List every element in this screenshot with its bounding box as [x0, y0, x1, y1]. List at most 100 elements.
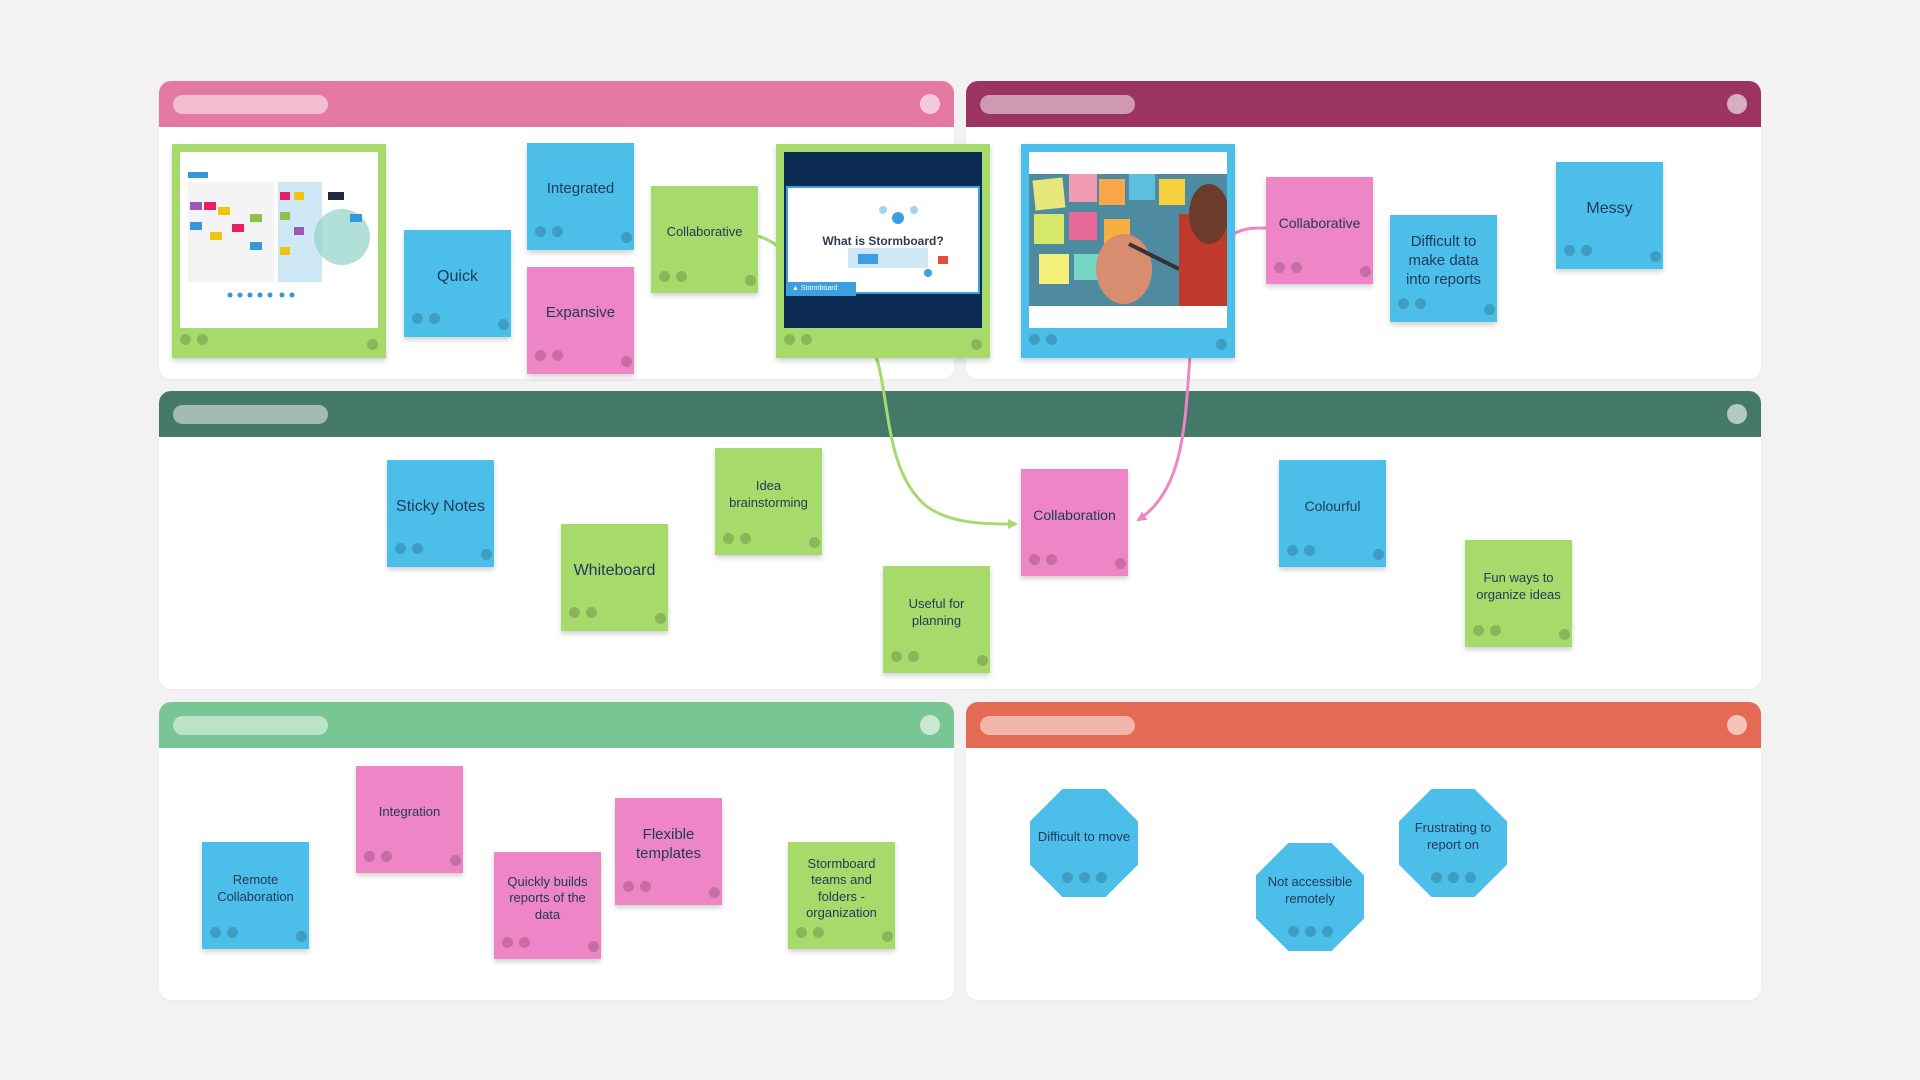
note-dot [1373, 549, 1384, 560]
sticky-note[interactable]: Quickly builds reports of the data [494, 852, 601, 959]
note-dot [977, 655, 988, 666]
photo-graphic [1029, 174, 1227, 306]
sticky-note[interactable]: Fun ways to organize ideas [1465, 540, 1572, 647]
sticky-note[interactable]: Colourful [1279, 460, 1386, 567]
sticky-note[interactable]: Idea brainstorming [715, 448, 822, 555]
sticky-note[interactable]: Messy [1556, 162, 1663, 269]
octagon-note[interactable]: Difficult to move [1030, 789, 1138, 897]
note-dot [296, 931, 307, 942]
note-dot [1484, 304, 1495, 315]
note-dot [655, 613, 666, 624]
note-text: Collaborative [1278, 214, 1361, 231]
section-menu-icon[interactable] [1727, 94, 1747, 114]
card-dot [971, 339, 982, 350]
note-text: Whiteboard [573, 561, 656, 579]
sticky-note[interactable]: Integration [356, 766, 463, 873]
note-dot [450, 855, 461, 866]
note-text: Messy [1586, 199, 1633, 217]
card-dot [1216, 339, 1227, 350]
section-title-placeholder[interactable] [173, 716, 328, 735]
note-dot [745, 275, 756, 286]
note-dots [1287, 543, 1321, 561]
board-thumbnail-graphic [188, 172, 370, 298]
note-dot [882, 931, 893, 942]
video-brand-badge: ▲ Stormboard [786, 282, 856, 296]
note-dots [412, 310, 446, 330]
note-dot [621, 356, 632, 367]
note-text: Fun ways to organize ideas [1476, 570, 1561, 602]
section-title-placeholder[interactable] [173, 95, 328, 114]
note-dots [1029, 552, 1063, 570]
card-dots [1029, 332, 1063, 350]
sticky-note[interactable]: Remote Collaboration [202, 842, 309, 949]
note-dots [502, 936, 536, 952]
section-title-placeholder[interactable] [980, 716, 1135, 735]
note-dot [588, 941, 599, 952]
note-dots [535, 224, 569, 243]
sticky-note[interactable]: Difficult to make data into reports [1390, 215, 1497, 322]
note-text: Useful for planning [908, 596, 965, 628]
section-header[interactable] [159, 81, 954, 127]
sticky-note[interactable]: Collaborative [651, 186, 758, 293]
note-text: Flexible templates [635, 825, 702, 862]
note-dot [498, 319, 509, 330]
section-menu-icon[interactable] [1727, 404, 1747, 424]
note-text: Colourful [1304, 497, 1361, 514]
sticky-note[interactable]: Integrated [527, 143, 634, 250]
sticky-note[interactable]: Sticky Notes [387, 460, 494, 567]
octagon-note[interactable]: Not accessible remotely [1256, 843, 1364, 951]
section-header[interactable] [966, 702, 1761, 748]
note-dot [1559, 629, 1570, 640]
photo-sticky-notes [1029, 152, 1227, 328]
section-menu-icon[interactable] [1727, 715, 1747, 735]
note-text: Collaboration [1033, 506, 1116, 523]
note-dots [364, 850, 398, 866]
section-header[interactable] [966, 81, 1761, 127]
section-menu-icon[interactable] [920, 94, 940, 114]
note-text: Difficult to make data into reports [1405, 233, 1482, 288]
note-dot [1650, 251, 1661, 262]
note-dots [210, 926, 244, 942]
note-dots [1399, 871, 1507, 888]
photo-card[interactable] [1021, 144, 1235, 358]
video-illustration [848, 206, 948, 277]
note-text: Remote Collaboration [217, 872, 294, 904]
note-text: Collaborative [666, 224, 743, 240]
video-thumbnail[interactable]: What is Stormboard? ▲ Stormboard [784, 152, 982, 328]
sticky-note[interactable]: Whiteboard [561, 524, 668, 631]
note-dots [1473, 624, 1507, 640]
note-text: Difficult to move [1037, 828, 1131, 844]
note-dots [1256, 925, 1364, 942]
sticky-note[interactable]: Flexible templates [615, 798, 722, 905]
sticky-note[interactable]: Stormboard teams and folders - organizat… [788, 842, 895, 949]
section-menu-icon[interactable] [920, 715, 940, 735]
note-text: Idea brainstorming [729, 478, 808, 510]
note-text: Sticky Notes [396, 497, 485, 515]
sticky-note[interactable]: Collaboration [1021, 469, 1128, 576]
sticky-note[interactable]: Useful for planning [883, 566, 990, 673]
sticky-note[interactable]: Quick [404, 230, 511, 337]
note-text: Expansive [545, 304, 616, 322]
video-card[interactable]: What is Stormboard? ▲ Stormboard [776, 144, 990, 358]
board-screenshot-image [180, 152, 378, 328]
note-dots [1030, 871, 1138, 888]
board-screenshot-card[interactable] [172, 144, 386, 358]
note-text: Stormboard teams and folders - organizat… [806, 856, 877, 920]
section-header[interactable] [159, 702, 954, 748]
section-title-placeholder[interactable] [980, 95, 1135, 114]
note-text: Integration [378, 804, 441, 820]
sticky-note[interactable]: Expansive [527, 267, 634, 374]
note-dot [809, 537, 820, 548]
note-dot [1360, 266, 1371, 277]
note-dot [709, 887, 720, 898]
octagon-note[interactable]: Frustrating to report on [1399, 789, 1507, 897]
note-dots [1564, 242, 1598, 262]
sticky-note[interactable]: Collaborative [1266, 177, 1373, 284]
section-header[interactable] [159, 391, 1761, 437]
note-dots [723, 532, 757, 548]
note-text: Frustrating to report on [1414, 820, 1492, 852]
card-dots [180, 332, 214, 350]
note-text: Quickly builds reports of the data [507, 874, 588, 922]
video-brand: Stormboard [800, 285, 838, 292]
section-title-placeholder[interactable] [173, 405, 328, 424]
